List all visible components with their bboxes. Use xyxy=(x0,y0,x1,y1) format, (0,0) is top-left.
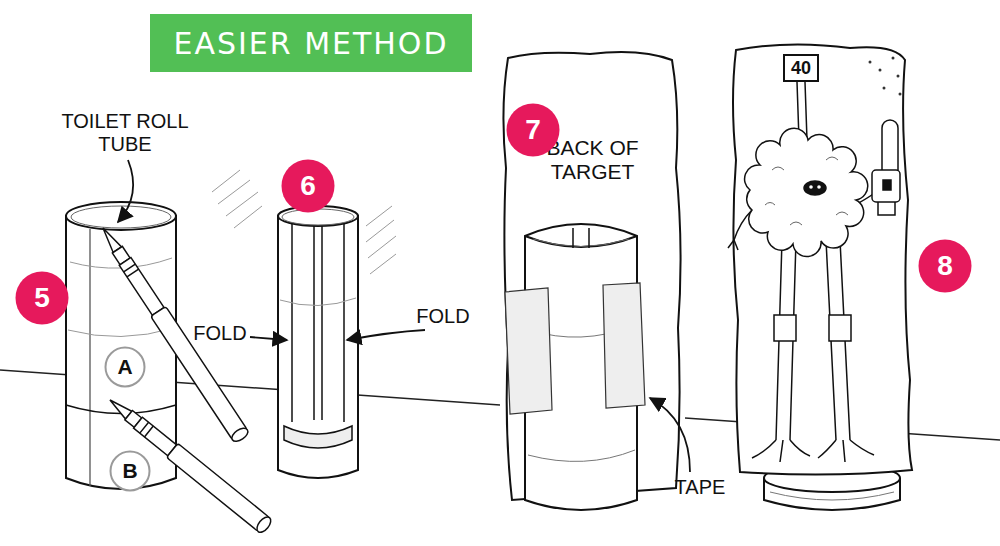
knife-cap xyxy=(230,426,251,444)
monster-knee xyxy=(774,315,796,341)
fold-label: FOLD xyxy=(408,305,478,328)
leader-arrow xyxy=(118,160,133,222)
tape-strip xyxy=(505,288,552,414)
tree-monster xyxy=(728,82,900,462)
eye-glint xyxy=(809,185,813,189)
cut-line xyxy=(89,229,90,486)
hatch-stroke xyxy=(370,254,396,274)
sketch-line xyxy=(528,450,635,461)
node-text: 7 xyxy=(505,114,561,146)
callout-number: 5 xyxy=(14,270,70,326)
foliage-texture xyxy=(765,157,848,225)
step-letter: B xyxy=(109,450,151,492)
tube-inner-rim xyxy=(533,239,629,247)
tube-body xyxy=(278,216,358,478)
monster-foliage xyxy=(745,128,868,256)
knife-cap xyxy=(254,514,273,534)
hatch-stroke xyxy=(366,206,392,226)
sketch-line xyxy=(280,298,356,306)
monster-eye xyxy=(804,181,826,195)
node-text: A xyxy=(104,355,146,379)
tube-body xyxy=(66,216,176,489)
monster-roots xyxy=(818,440,874,462)
sketch-line xyxy=(770,492,894,500)
tube-rim xyxy=(525,236,637,247)
hatch-stroke xyxy=(234,206,262,228)
leader-arrow xyxy=(347,330,425,340)
callout-number: 8 xyxy=(917,238,973,294)
chainsaw-handle xyxy=(878,202,895,215)
callout-number: 7 xyxy=(505,102,561,158)
hatch-stroke xyxy=(218,180,250,204)
step-letter: A xyxy=(104,346,146,388)
spatter-dot xyxy=(869,61,872,64)
hatch-stroke xyxy=(366,220,394,242)
knife-grip xyxy=(134,417,177,456)
card-shape xyxy=(503,52,680,500)
toilet-roll-tube xyxy=(66,202,176,489)
spatter-dot xyxy=(883,87,886,90)
fold-line xyxy=(291,224,293,422)
tape-strip xyxy=(603,283,645,408)
monster-leg xyxy=(826,240,850,440)
sketch-line xyxy=(68,328,174,337)
half-tube xyxy=(505,224,645,510)
monster-roots xyxy=(752,440,810,462)
slot-notch xyxy=(573,228,589,248)
fold-label: FOLD xyxy=(185,322,255,345)
spatter-dot xyxy=(879,69,882,72)
spatter-dot xyxy=(899,93,902,96)
node-text: 6 xyxy=(280,170,336,202)
part-label: TOILET ROLL TUBE xyxy=(50,110,200,156)
part-label: TAPE xyxy=(665,476,735,499)
diagram-title: EASIER METHOD xyxy=(173,26,448,61)
hatch-stroke xyxy=(212,170,240,192)
knife-handle xyxy=(167,443,270,531)
chainsaw-trigger xyxy=(883,180,891,190)
target-front xyxy=(733,44,912,474)
leader-arrow xyxy=(250,337,287,340)
node-text: B xyxy=(109,459,151,483)
title-banner: EASIER METHOD xyxy=(150,14,472,72)
tube-rim xyxy=(66,202,176,230)
spatter-dots xyxy=(869,57,902,96)
tube-inner-rim xyxy=(282,209,354,225)
chainsaw-body xyxy=(872,170,900,202)
hatch-stroke xyxy=(368,236,396,258)
monster-knee xyxy=(829,315,851,341)
fold-line xyxy=(343,224,345,422)
knife-grip xyxy=(119,257,164,315)
node-text: 8 xyxy=(917,250,973,282)
slit-line xyxy=(313,226,315,420)
callout-number: 6 xyxy=(280,158,336,214)
spatter-dot xyxy=(892,57,895,60)
node-text: 40 xyxy=(785,58,817,79)
eye-glint xyxy=(817,185,821,189)
node-text: 5 xyxy=(14,282,70,314)
tube-opening xyxy=(284,426,352,448)
score-sign: 40 xyxy=(783,54,819,82)
grip-rings xyxy=(140,422,153,437)
cut-tube xyxy=(278,206,358,478)
slit-line xyxy=(321,226,323,420)
craft-knife xyxy=(104,393,273,535)
grip-rings xyxy=(124,264,139,277)
leader-arrow xyxy=(650,398,690,472)
spatter-dot xyxy=(897,75,900,78)
